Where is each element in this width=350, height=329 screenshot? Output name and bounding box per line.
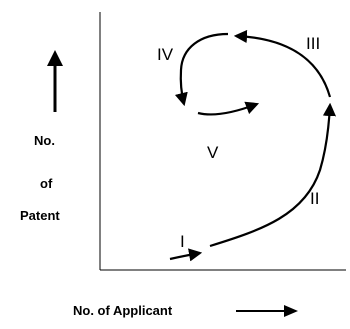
- phase-label-ii: II: [310, 189, 320, 208]
- y-axis-label-line-2: of: [40, 176, 53, 191]
- phase-label-v: V: [207, 143, 219, 162]
- phase-label-iv: IV: [157, 45, 174, 64]
- y-axis-label-line-1: No.: [34, 133, 55, 148]
- phase-label-i: I: [180, 232, 185, 251]
- phase-label-iii: III: [306, 34, 321, 53]
- x-axis-label: No. of Applicant: [73, 303, 173, 318]
- phase-i-curve: [169, 248, 203, 262]
- phase-v-curve: [197, 101, 260, 116]
- y-direction-arrow: [47, 50, 63, 112]
- x-direction-arrow: [236, 305, 298, 317]
- phase-ii-curve: [209, 102, 337, 248]
- phase-iv-curve: [174, 32, 229, 107]
- y-axis-label-line-3: Patent: [20, 208, 60, 223]
- phase-iii-curve: [233, 29, 332, 98]
